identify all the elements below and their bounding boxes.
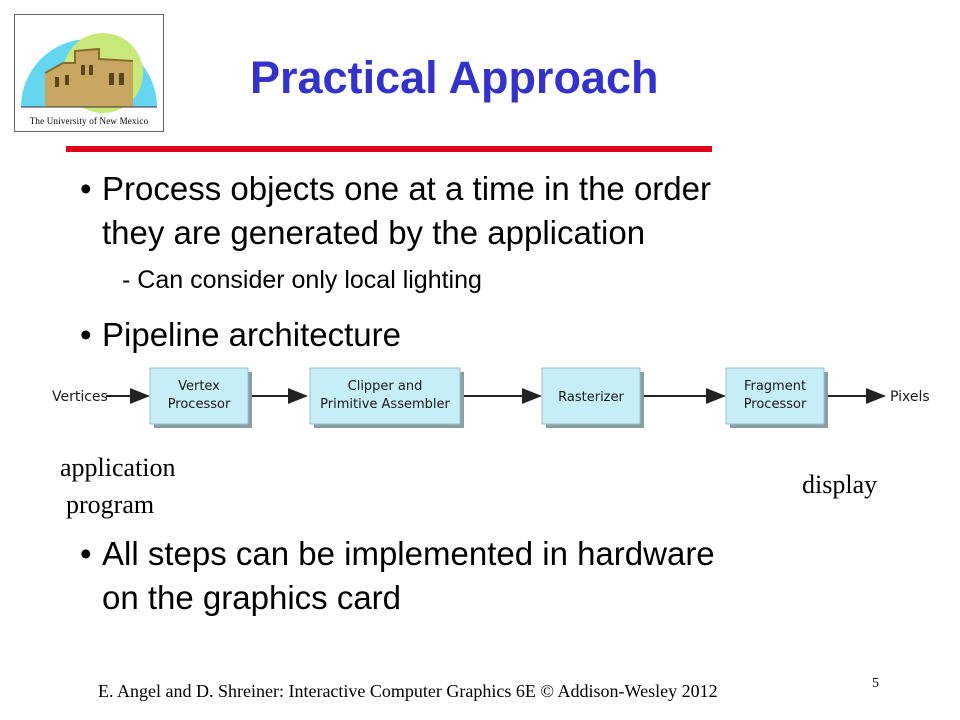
annotation-application: application <box>60 453 176 482</box>
logo-caption: The University of New Mexico <box>29 116 149 126</box>
stage-label: Vertex <box>178 379 220 394</box>
bullet-hardware: • All steps can be implemented in hardwa… <box>80 532 715 620</box>
stage-label: Processor <box>168 397 231 412</box>
page-number: 5 <box>872 676 879 691</box>
stage-clipper-assembler <box>309 367 461 425</box>
pipeline-input-label: Vertices <box>52 389 108 405</box>
bullet-line: they are generated by the application <box>102 214 646 251</box>
bullet-process-objects: • Process objects one at a time in the o… <box>80 167 711 255</box>
pipeline-diagram: Vertices Pixels Vertex Processor Clipper… <box>52 367 930 428</box>
bullet-pipeline-architecture: • Pipeline architecture <box>80 313 401 357</box>
bullet-line: on the graphics card <box>102 579 402 616</box>
stage-label: Clipper and <box>348 379 423 394</box>
stage-label: Fragment <box>744 379 806 394</box>
pipeline-output-label: Pixels <box>890 389 930 405</box>
stage-fragment-processor <box>725 367 825 425</box>
bullet-marker: • <box>80 535 92 572</box>
stage-vertex-processor <box>149 367 249 425</box>
stage-label: Processor <box>744 397 807 412</box>
university-logo: The University of New Mexico <box>14 14 164 132</box>
slide-title: Practical Approach <box>250 52 659 103</box>
footer-citation: E. Angel and D. Shreiner: Interactive Co… <box>98 681 718 701</box>
stage-label: Primitive Assembler <box>320 397 450 412</box>
bullet-line: Process objects one at a time in the ord… <box>102 170 711 207</box>
bullet-marker: • <box>80 170 92 207</box>
bullet-line: Pipeline architecture <box>102 316 401 353</box>
logo-graphic <box>21 33 157 113</box>
sub-bullet-local-lighting: - Can consider only local lighting <box>122 266 482 294</box>
bullet-line: All steps can be implemented in hardware <box>102 535 715 572</box>
annotation-display: display <box>802 470 878 499</box>
title-underline <box>66 146 712 152</box>
stage-rasterizer <box>541 367 641 425</box>
annotation-program: program <box>66 490 155 519</box>
stage-label: Rasterizer <box>558 390 624 405</box>
bullet-marker: • <box>80 316 92 353</box>
